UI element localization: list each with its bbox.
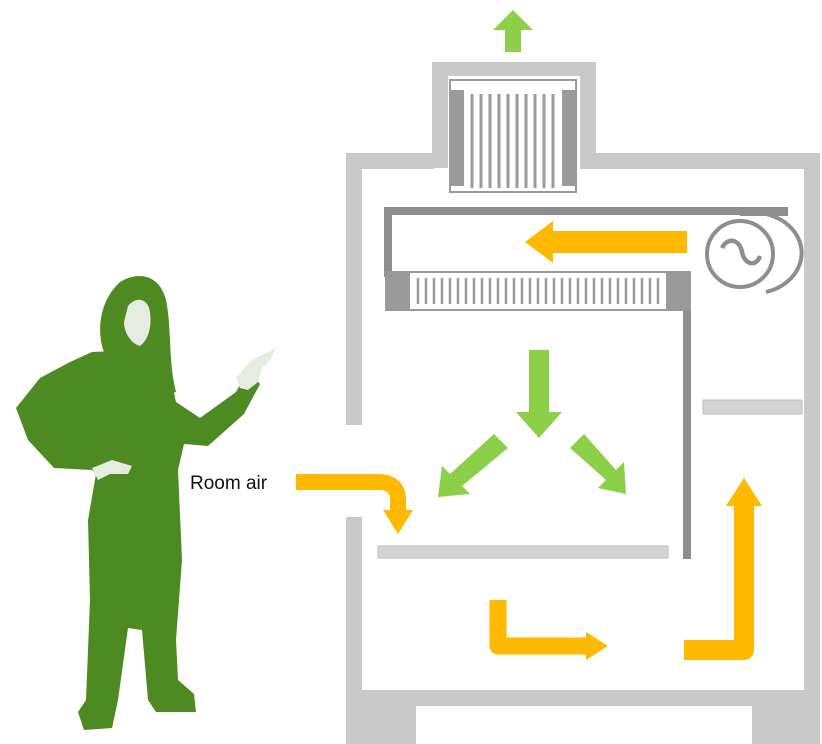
supply-hepa-filter-icon [385, 271, 691, 311]
downflow-arrow-center [516, 350, 562, 438]
person-hand-left [92, 460, 132, 480]
cabinet-walls [346, 62, 820, 744]
exhaust-arrow-icon [493, 10, 533, 52]
downflow-arrow-left [438, 434, 508, 497]
return-arrow [525, 221, 687, 263]
airflow-arrows [296, 221, 762, 660]
person-face [124, 299, 151, 346]
fan-blower-icon [705, 210, 804, 294]
downflow-arrows [438, 350, 626, 497]
plenum-frame [384, 207, 788, 559]
person-silhouette-icon [16, 276, 276, 730]
under-surface-arrow [489, 600, 588, 655]
downflow-arrow-right [570, 434, 626, 494]
person-body [16, 350, 260, 730]
person-hand-right [236, 348, 276, 390]
room-air-label: Room air [188, 473, 270, 495]
rear-up-arrow [684, 504, 754, 660]
exhaust-hepa-filter-icon [449, 79, 577, 193]
room-air-arrow [296, 474, 406, 510]
work-surface [377, 545, 669, 559]
rear-baffle [702, 399, 803, 415]
